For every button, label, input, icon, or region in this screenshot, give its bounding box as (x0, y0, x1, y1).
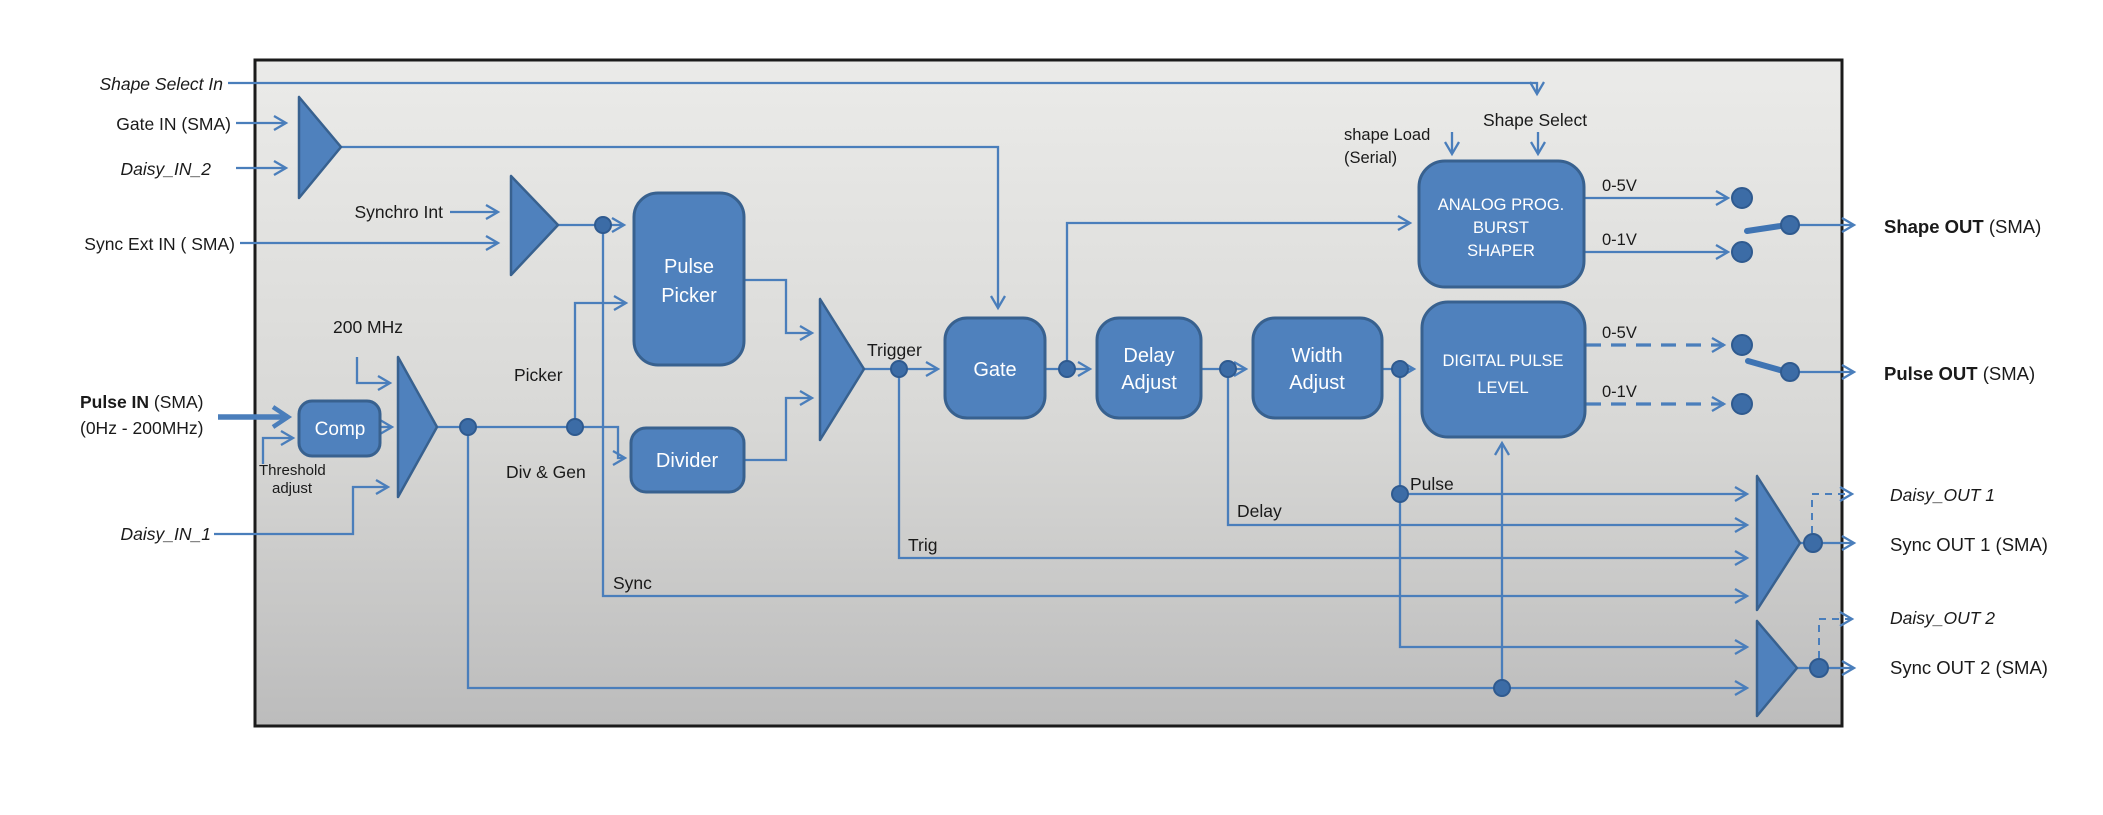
output-label-pulse-out: Pulse OUT (SMA) (1884, 363, 2035, 384)
signal-label-shape-load-1: shape Load (1344, 126, 1430, 144)
wire-pulse-picker-out (744, 278, 815, 341)
input-label-shape-select-in: Shape Select In (99, 74, 223, 94)
block-label-divider: Divider (656, 450, 719, 472)
signal-label-pulse: Pulse (1410, 474, 1454, 494)
switch-contact-pulse-0-1v[interactable] (1731, 393, 1753, 415)
signal-label-delay: Delay (1237, 501, 1282, 521)
output-label-daisy-out-1: Daisy_OUT 1 (1890, 485, 1995, 505)
block-width-adjust (1251, 316, 1384, 420)
signal-label-sync: Sync (613, 573, 652, 593)
switch-contact-pulse-0-5v[interactable] (1731, 334, 1753, 356)
wire-mux-to-pulse-picker (573, 295, 629, 427)
block-analog-burst-shaper (1417, 159, 1586, 289)
wire-shape-select-in (228, 81, 1545, 97)
switch-pivot-shape-out (1780, 215, 1800, 235)
node-sync-out-2 (1809, 658, 1829, 678)
output-label-shape-out: Shape OUT (SMA) (1884, 216, 2041, 237)
wire-pulse-line-to-sync2 (1398, 369, 1750, 655)
buffer-sync-out-2 (1755, 619, 1799, 718)
block-label-digital-2: LEVEL (1477, 379, 1528, 397)
signal-label-shape-select: Shape Select (1483, 110, 1587, 130)
input-label-daisy-in-2: Daisy_IN_2 (121, 159, 212, 179)
mux-trigger-select (818, 297, 866, 442)
signal-label-trigger: Trigger (867, 340, 922, 360)
block-label-digital-1: DIGITAL PULSE (1442, 352, 1563, 370)
wire-daisy-out-2 (1818, 611, 1855, 658)
buffer-gate-in (297, 95, 343, 200)
input-label-pulse-in-range: (0Hz - 200MHz) (80, 418, 204, 438)
signal-label-trig: Trig (908, 535, 938, 555)
block-label-analog-2: BURST (1473, 219, 1529, 237)
wire-to-analog-shaper (1065, 215, 1413, 369)
junction-dot (890, 360, 908, 378)
signal-label-picker: Picker (514, 365, 563, 385)
output-label-sync-out-2: Sync OUT 2 (SMA) (1890, 657, 2048, 678)
wire-daisy-out-1 (1811, 486, 1855, 533)
mux-pulse-source (396, 355, 439, 499)
wire-threshold-adjust (261, 430, 296, 464)
block-label-pulse-picker-1: Pulse (664, 256, 714, 278)
block-gate (943, 316, 1047, 420)
signal-label-div-gen: Div & Gen (506, 462, 586, 482)
wire-200mhz-clock (355, 357, 393, 391)
signal-label-analog-0-1v: 0-1V (1602, 231, 1637, 249)
block-label-delay-1: Delay (1123, 345, 1174, 367)
block-label-gate: Gate (973, 359, 1016, 381)
signal-label-threshold-2: adjust (272, 480, 313, 497)
wire-gate-buffer-to-gate (341, 145, 1006, 311)
junction-dot (1391, 485, 1409, 503)
junction-dot (1391, 360, 1409, 378)
wire-daisy-in-1 (214, 479, 391, 536)
signal-label-shape-load-2: (Serial) (1344, 149, 1397, 167)
wire-sync-line (601, 225, 1750, 604)
junction-dot (1219, 360, 1237, 378)
signal-label-digital-0-5v: 0-5V (1602, 324, 1637, 342)
signal-label-digital-0-1v: 0-1V (1602, 383, 1637, 401)
signal-label-200mhz: 200 MHz (333, 317, 403, 337)
block-comp (297, 399, 382, 458)
junction-dot (566, 418, 584, 436)
junction-dot (594, 216, 612, 234)
node-sync-out-1 (1803, 533, 1823, 553)
input-label-daisy-in-1: Daisy_IN_1 (121, 524, 211, 544)
input-label-pulse-in: Pulse IN (SMA) (80, 392, 204, 412)
buffer-sync-out-1 (1755, 474, 1802, 612)
buffer-sync-in (509, 174, 560, 277)
switch-contact-shape-0-5v[interactable] (1731, 187, 1753, 209)
wire-divider-out (744, 390, 815, 462)
junction-dot (1058, 360, 1076, 378)
block-label-width-2: Adjust (1289, 372, 1345, 394)
output-label-daisy-out-2: Daisy_OUT 2 (1890, 608, 1995, 628)
junction-dot (459, 418, 477, 436)
block-label-delay-2: Adjust (1121, 372, 1177, 394)
output-label-sync-out-1: Sync OUT 1 (SMA) (1890, 534, 2048, 555)
block-label-comp: Comp (315, 419, 366, 440)
switch-contact-shape-0-1v[interactable] (1731, 241, 1753, 263)
block-label-analog-1: ANALOG PROG. (1438, 196, 1565, 214)
wire-delay-line (1226, 369, 1750, 533)
block-pulse-picker (632, 191, 746, 367)
input-label-sync-ext-in: Sync Ext IN ( SMA) (84, 234, 235, 254)
block-digital-pulse-level (1420, 300, 1587, 439)
block-label-width-1: Width (1291, 345, 1342, 367)
block-label-pulse-picker-2: Picker (661, 285, 717, 307)
block-divider (629, 426, 746, 494)
wire-trig-line (897, 369, 1750, 566)
signal-label-synchro-int: Synchro Int (354, 202, 443, 222)
switch-pivot-pulse-out (1780, 362, 1800, 382)
junction-dot (1493, 679, 1511, 697)
block-label-analog-3: SHAPER (1467, 242, 1535, 260)
wire-mux-to-divider (437, 425, 628, 466)
signal-label-analog-0-5v: 0-5V (1602, 177, 1637, 195)
block-delay-adjust (1095, 316, 1203, 420)
input-label-gate-in: Gate IN (SMA) (116, 114, 231, 134)
signal-label-threshold-1: Threshold (259, 462, 326, 479)
wire-bottom-sync2-line (466, 427, 1750, 696)
